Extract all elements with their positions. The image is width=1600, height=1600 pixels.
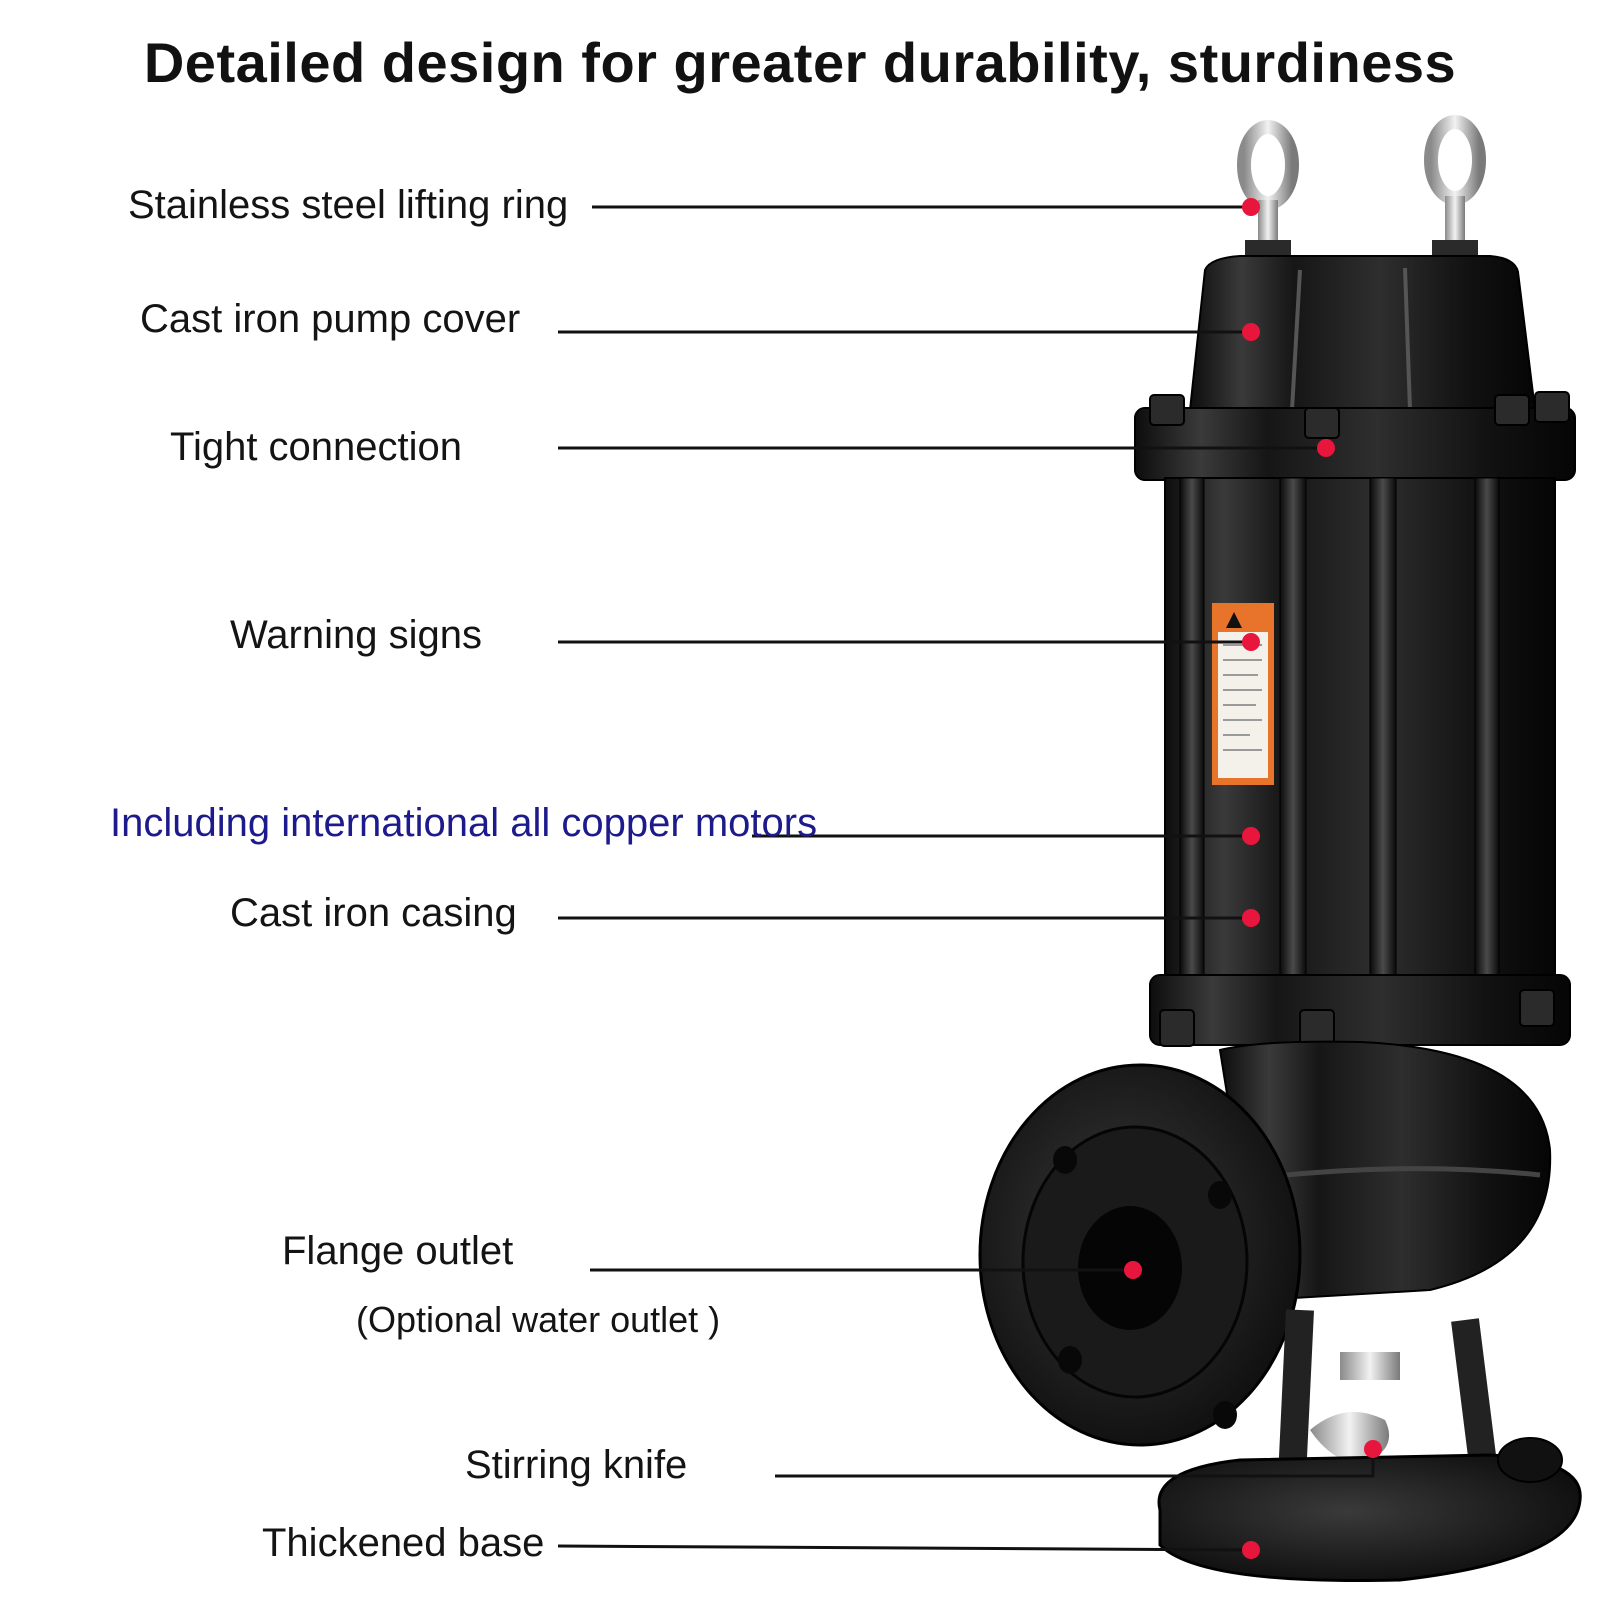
warning-label-shape (1212, 603, 1274, 785)
warning-signs-marker-dot (1242, 633, 1260, 651)
casing-label: Cast iron casing (230, 891, 517, 935)
warning-signs-label: Warning signs (230, 613, 482, 657)
lifting-ring-marker-dot (1242, 198, 1260, 216)
lifting-ring-shapes (1237, 115, 1486, 258)
flange-outlet-shape (978, 1063, 1302, 1447)
tight-connection-label: Tight connection (170, 425, 462, 469)
flange-outlet-label: Flange outlet (282, 1229, 513, 1273)
base-label: Thickened base (262, 1521, 544, 1565)
stirring-knife-marker-dot (1364, 1440, 1382, 1458)
lifting-ring-label: Stainless steel lifting ring (128, 183, 568, 227)
flange-outlet-marker-dot (1124, 1261, 1142, 1279)
tight-connection-marker-dot (1317, 439, 1335, 457)
base-leader-line (557, 1544, 1252, 1552)
diagram-title: Detailed design for greater durability, … (143, 31, 1457, 94)
pump-cover-label: Cast iron pump cover (140, 297, 520, 341)
pump-cover-marker-dot (1242, 323, 1260, 341)
pump-cover-shape (1188, 255, 1537, 411)
base-shape (1157, 1453, 1582, 1583)
copper-motors-label: Including international all copper motor… (110, 801, 817, 845)
copper-motors-marker-dot (1242, 827, 1260, 845)
base-marker-dot (1242, 1541, 1260, 1559)
stirring-knife-label: Stirring knife (465, 1443, 687, 1487)
flange-outlet-note: (Optional water outlet ) (356, 1299, 720, 1340)
casing-marker-dot (1242, 909, 1260, 927)
